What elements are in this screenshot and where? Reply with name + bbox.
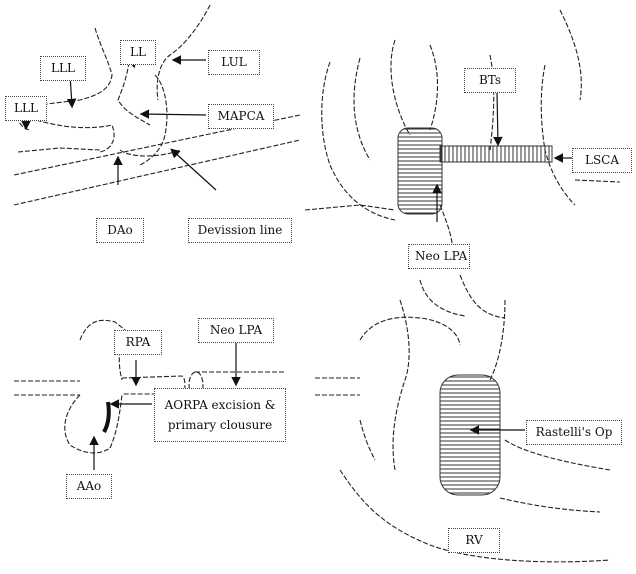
label-bts: BTs <box>464 68 516 93</box>
label-lll-upper: LLL <box>40 56 86 81</box>
arrow-bts <box>497 92 498 144</box>
label-aorpa-line2: primary clousure <box>168 418 272 432</box>
label-neo-lpa-bottom: Neo LPA <box>198 318 274 343</box>
label-devision-line: Devission line <box>188 218 292 243</box>
label-aorpa-line1: AORPA excision & <box>165 398 276 412</box>
neo-lpa-hatch-top <box>398 128 442 214</box>
bt-shunt-tube <box>440 146 552 162</box>
label-aao: AAo <box>66 474 112 499</box>
rastelli-conduit-hatch <box>440 375 500 495</box>
aorpa-excision-mark <box>104 402 109 432</box>
panel-bt-shunt <box>305 10 620 265</box>
label-neo-lpa-top: Neo LPA <box>408 244 470 269</box>
label-lul: LUL <box>208 50 260 75</box>
label-ll: LL <box>120 40 156 65</box>
label-lll-lower: LLL <box>5 96 47 121</box>
arrow-mapca <box>142 114 206 115</box>
label-mapca: MAPCA <box>208 104 274 129</box>
label-rv: RV <box>448 528 500 553</box>
label-aorpa: AORPA excision & primary clousure <box>154 388 286 442</box>
label-lsca: LSCA <box>572 148 632 173</box>
arrow-devision <box>172 150 216 190</box>
label-dao: DAo <box>96 218 144 243</box>
label-rastelli: Rastelli's Op <box>526 420 622 445</box>
label-rpa: RPA <box>114 330 162 355</box>
